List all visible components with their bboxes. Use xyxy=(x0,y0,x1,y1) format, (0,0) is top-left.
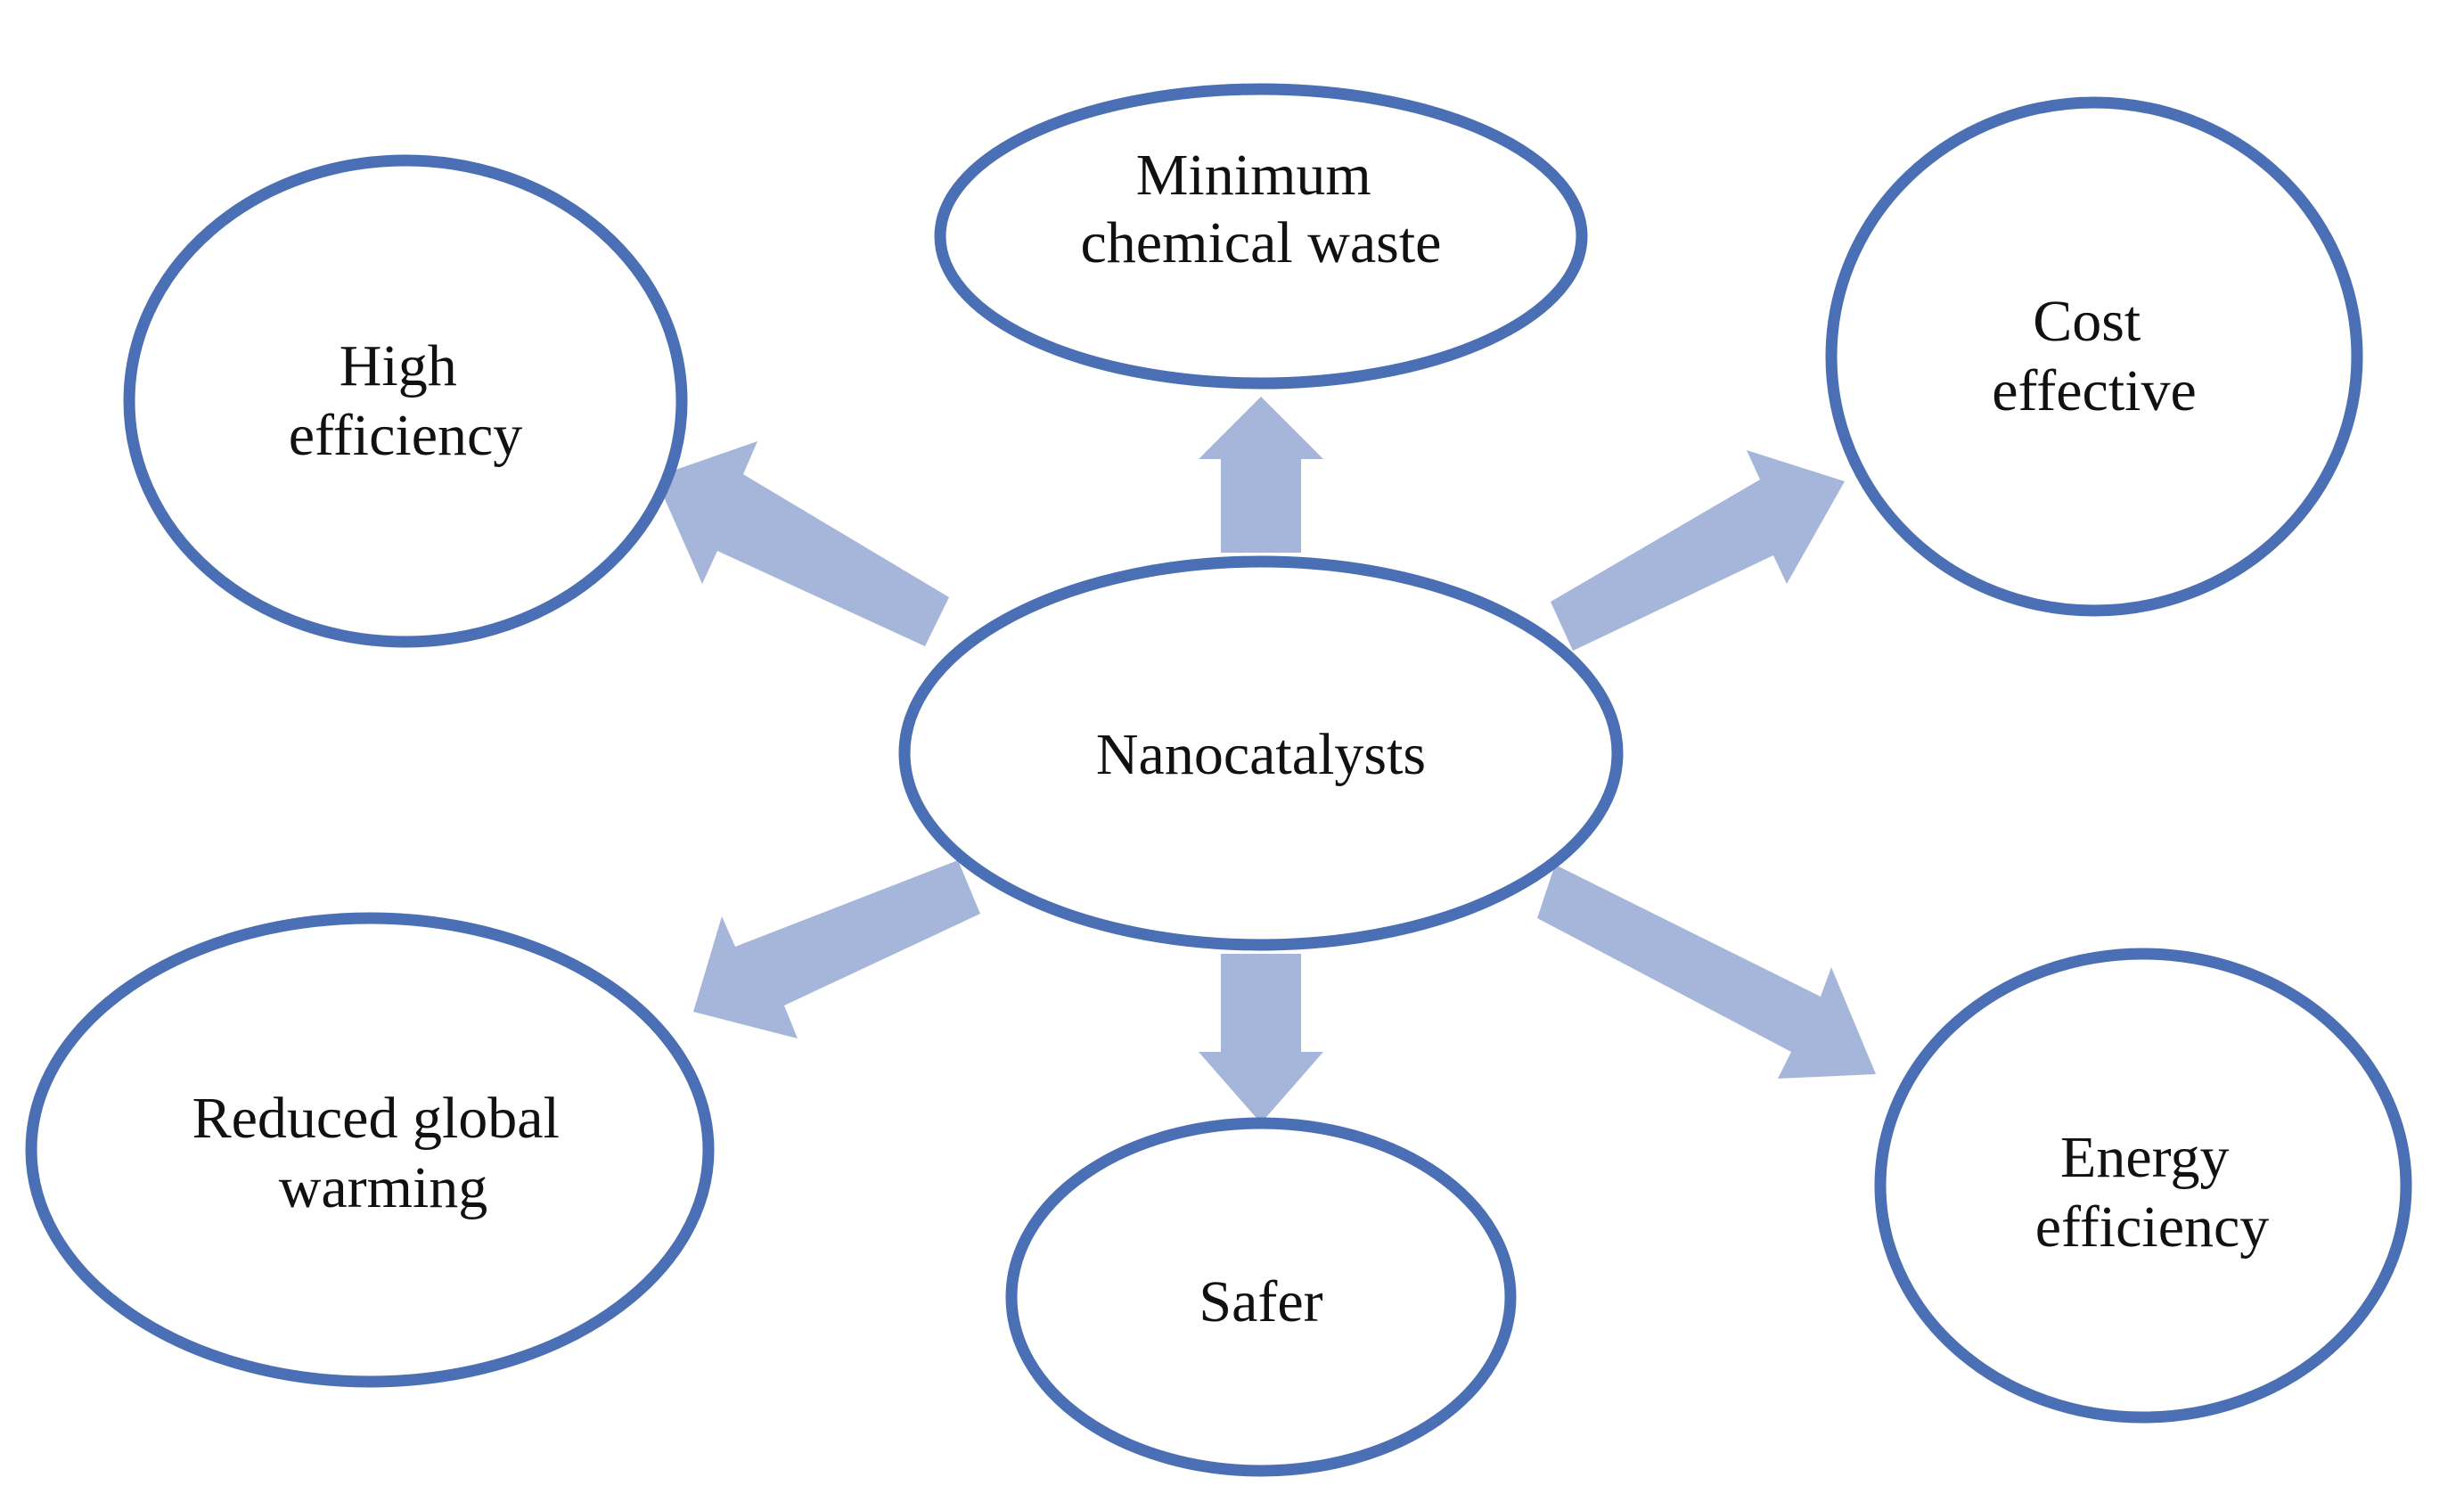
svg-text:High efficiency: High efficiency xyxy=(289,333,523,468)
svg-text:Nanocatalysts: Nanocatalysts xyxy=(1096,722,1426,787)
center-ellipse xyxy=(898,555,1624,951)
node-ellipse xyxy=(934,83,1588,390)
node-safer: Safer xyxy=(1005,1117,1517,1477)
node-label-line: Minimum xyxy=(1136,143,1371,208)
svg-text:Safer: Safer xyxy=(1199,1269,1322,1334)
node-label-line: warming xyxy=(279,1155,488,1220)
node-label-line: effective xyxy=(1992,358,2197,423)
node-reduced-global-warming: Reduced global warming xyxy=(25,912,715,1388)
arrow-to-reduced-global-warming xyxy=(693,860,980,1038)
arrow-to-safer xyxy=(1199,954,1323,1123)
node-high-efficiency: High efficiency xyxy=(123,154,688,648)
center-label: Nanocatalysts xyxy=(1096,722,1426,787)
arrows xyxy=(655,397,1876,1123)
node-ellipse xyxy=(1874,948,2412,1424)
node-label-line: High xyxy=(340,333,457,398)
node-ellipse xyxy=(123,154,688,648)
svg-text:Energy efficiency: Energy efficiency xyxy=(2035,1125,2270,1260)
node-ellipse xyxy=(25,912,715,1388)
node-label-line: chemical waste xyxy=(1081,210,1442,275)
arrow-to-minimum-chemical-waste xyxy=(1199,397,1323,553)
node-label-line: Reduced global xyxy=(192,1086,560,1151)
node-label-line: efficiency xyxy=(289,403,523,468)
node-label-line: Safer xyxy=(1199,1269,1322,1334)
svg-text:Cost effective: Cost effective xyxy=(1992,289,2197,423)
node-minimum-chemical-waste: Minimum chemical waste xyxy=(934,83,1588,390)
arrow-to-high-efficiency xyxy=(655,441,949,646)
node-energy-efficiency: Energy efficiency xyxy=(1874,948,2412,1424)
node-ellipse xyxy=(1005,1117,1517,1477)
svg-text:Reduced global warming: Reduced global warming xyxy=(192,1086,575,1220)
svg-text:Minimum chemical waste: Minimum chemical waste xyxy=(1081,143,1442,275)
node-label-line: efficiency xyxy=(2035,1194,2270,1260)
arrow-to-energy-efficiency xyxy=(1537,865,1876,1079)
node-label-line: Energy xyxy=(2060,1125,2229,1190)
node-label-line: Cost xyxy=(2033,289,2141,354)
node-cost-effective: Cost effective xyxy=(1825,96,2363,617)
node-ellipse xyxy=(1825,96,2363,617)
arrow-to-cost-effective xyxy=(1551,450,1845,651)
node-nanocatalysts: Nanocatalysts xyxy=(898,555,1624,951)
